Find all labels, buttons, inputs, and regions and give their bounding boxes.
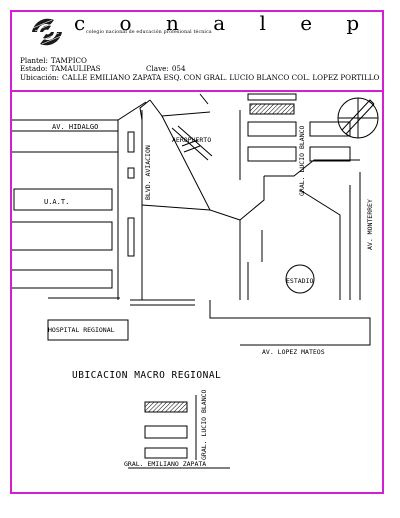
label-gral-lucio-blanco: GRAL. LUCIO BLANCO	[298, 125, 306, 196]
north-arrow-icon	[337, 97, 379, 139]
estado-label: Estado:	[20, 64, 48, 73]
plantel-value: TAMPICO	[50, 56, 87, 65]
clave-label: Clave:	[146, 64, 169, 73]
ubicacion-label: Ubicación:	[20, 73, 59, 82]
location-marker-icon	[249, 103, 295, 115]
estadio-circle	[285, 264, 315, 294]
micro-location	[128, 395, 230, 469]
label-blvd-aviacion: BLVD. AVIACION	[144, 145, 152, 200]
estado-value: TAMAULIPAS	[50, 64, 101, 73]
macro-title: UBICACION MACRO REGIONAL	[72, 370, 221, 381]
label-av-lopez-mateos: AV. LOPEZ MATEOS	[262, 348, 325, 356]
header-divider	[12, 90, 382, 92]
clave-value: 054	[171, 64, 186, 73]
plantel-label: Plantel:	[20, 56, 48, 65]
micro-label-gral-lucio-blanco: GRAL. LUCIO BLANCO	[200, 389, 208, 460]
brand-name: c o n a l e p	[74, 11, 374, 35]
ubicacion-value: CALLE EMILIANO ZAPATA ESQ. CON GRAL. LUC…	[61, 73, 380, 82]
brand-tagline: colegio nacional de educación profesiona…	[86, 30, 212, 35]
location-map: AV. HIDALGO BLVD. AVIACION AEROPUERTO GR…	[12, 93, 379, 469]
micro-label-gral-emiliano-zapata: GRAL. EMILIANO ZAPATA	[124, 460, 206, 468]
label-hospital-regional: HOSPITAL REGIONAL	[48, 326, 115, 334]
label-aeropuerto: AEROPUERTO	[172, 136, 211, 144]
ubicacion-line: Ubicación:CALLE EMILIANO ZAPATA ESQ. CON…	[20, 73, 379, 82]
label-estadio: ESTADIO	[286, 277, 313, 285]
estado-line: Estado:TAMAULIPAS	[20, 64, 101, 73]
label-uat: U.A.T.	[44, 198, 69, 206]
label-av-hidalgo: AV. HIDALGO	[52, 123, 98, 131]
conalep-logo-icon	[32, 18, 62, 46]
plantel-line: Plantel:TAMPICO	[20, 56, 87, 65]
label-av-monterrey: AV. MONTERREY	[366, 199, 374, 250]
page-frame	[10, 10, 384, 494]
street-grid	[12, 93, 371, 346]
clave-line: Clave:054	[146, 64, 186, 73]
